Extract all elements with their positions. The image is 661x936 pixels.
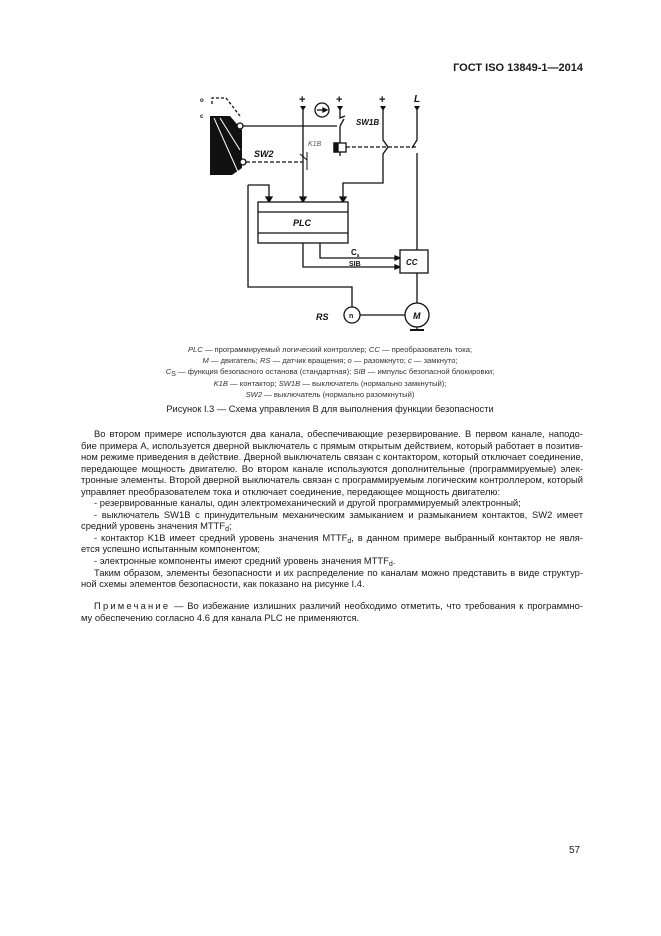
legend-line: K1B — контактор; SW1B — выключатель (нор…: [80, 378, 580, 389]
legend-line: CS — функция безопасного останова (станд…: [80, 366, 580, 379]
text-run: M: [202, 356, 209, 366]
n-label: n: [349, 313, 353, 320]
text-run: — выключатель (нормально замкнутый);: [300, 378, 447, 388]
label-o: o: [200, 98, 204, 104]
text-run: ном режиме приведения в действие. Дверно…: [81, 451, 584, 463]
legend-line: M — двигатель; RS — датчик вращения; o —…: [80, 355, 580, 366]
plc-block: PLC: [257, 201, 349, 244]
figure-caption: Рисунок I.3 — Схема управления В для вып…: [166, 404, 494, 414]
text-run: o: [347, 356, 352, 366]
text-run: S: [171, 371, 176, 379]
text-line: управляет преобразователем тока и отключ…: [81, 486, 583, 498]
text-line: тронные элементы. Второй дверной выключа…: [81, 474, 583, 486]
text-line: ется успешно испытанным компонентом;: [81, 543, 583, 555]
body-text: Во втором примере используются два канал…: [81, 428, 583, 623]
text-run: , в данном примере выбранный контактор н…: [351, 531, 584, 543]
text-line: - резервированные каналы, один электроме…: [81, 497, 583, 509]
text-run: SW2: [245, 389, 263, 399]
text-run: - резервированные каналы, один электроме…: [94, 497, 521, 509]
plus-label-1: +: [299, 94, 305, 106]
text-run: C: [165, 367, 172, 377]
text-line: бие примера А, используется дверной выкл…: [81, 440, 583, 452]
m-label: M: [413, 311, 421, 321]
text-run: PLC: [187, 345, 203, 354]
legend-line: PLC — программируемый логический контрол…: [80, 344, 580, 355]
text-run: — функция безопасного останова (стандарт…: [175, 367, 354, 377]
text-line: му обеспечению согласно 4.6 для канала P…: [81, 612, 583, 624]
text-run: — двигатель;: [208, 356, 260, 366]
document-header: ГОСТ ISO 13849-1—2014: [453, 62, 583, 74]
text-line: Во втором примере используются два канал…: [81, 428, 583, 440]
text-run: - электронные компоненты имеют средний у…: [94, 555, 389, 567]
cc-label: CC: [406, 258, 418, 267]
text-line: ном режиме приведения в действие. Дверно…: [81, 451, 583, 463]
text-line: Примечание — Во избежание излишних разли…: [81, 600, 583, 612]
text-line: - контактор K1B имеет средний уровень зн…: [81, 531, 584, 545]
text-run: — разомкнуто;: [351, 356, 408, 366]
k1b-label: K1B: [308, 141, 322, 148]
text-run: Во втором примере используются два канал…: [94, 428, 583, 439]
text-run: K1B: [213, 378, 228, 388]
text-run: ется успешно испытанным компонентом;: [81, 543, 260, 555]
text-run: Примечание: [94, 600, 171, 612]
text-run: ной схемы элементов безопасности, как по…: [81, 578, 365, 590]
text-line: ной схемы элементов безопасности, как по…: [81, 578, 583, 590]
rotation-sensor-icon: n: [343, 306, 361, 324]
text-run: RS: [259, 356, 271, 366]
text-run: c: [407, 356, 412, 366]
text-run: SIB: [353, 367, 366, 377]
sw2-label: SW2: [254, 149, 274, 159]
sib-label: SIB: [349, 261, 361, 268]
text-run: му обеспечению согласно 4.6 для канала P…: [81, 611, 360, 623]
clock-icon: [314, 102, 330, 118]
plus-label-2: +: [336, 94, 342, 106]
text-run: - контактор K1B имеет средний уровень зн…: [94, 531, 348, 543]
control-circuit-diagram: o c + + + L SW1B K1B SW2 PLC: [200, 94, 430, 331]
text-run: — программируемый логический контроллер;: [202, 345, 369, 354]
figure-legend: PLC — программируемый логический контрол…: [80, 344, 580, 400]
text-run: — контактор;: [227, 378, 279, 388]
text-run: — преобразователь тока;: [379, 345, 473, 354]
text-line: средний уровень значения MTTFd;: [81, 520, 583, 534]
cc-block: CC: [399, 249, 429, 274]
text-run: CC: [368, 345, 380, 354]
text-run: средний уровень значения MTTF: [81, 520, 226, 532]
label-c: c: [200, 114, 204, 120]
text-run: - выключатель SW1B с принудительным меха…: [94, 508, 583, 520]
text-run: — импульс безопасной блокировки;: [365, 367, 495, 377]
text-run: d: [388, 561, 393, 569]
line-label-l: L: [414, 94, 420, 105]
motor-icon: M: [404, 302, 430, 328]
legend-line: SW2 — выключатель (нормально разомкнутый…: [80, 389, 580, 400]
text-run: ;: [228, 520, 232, 532]
sw1b-label: SW1B: [356, 118, 379, 127]
text-run: — Во избежание излишних различий необход…: [170, 600, 583, 612]
text-run: — датчик вращения;: [270, 356, 348, 366]
text-run: Таким образом, элементы безопасности и и…: [94, 566, 583, 578]
plc-label: PLC: [293, 218, 312, 228]
text-run: .: [392, 555, 396, 567]
text-run: управляет преобразователем тока и отключ…: [81, 485, 501, 497]
cs-label: Cs: [351, 248, 360, 259]
text-run: — выключатель (нормально разомкнутый): [262, 389, 415, 399]
text-run: SW1B: [278, 378, 301, 388]
plus-label-3: +: [379, 94, 385, 106]
text-run: d: [225, 526, 229, 534]
text-line: Таким образом, элементы безопасности и и…: [81, 567, 583, 579]
text-line: передающее мощность двигателю. Во втором…: [81, 463, 583, 475]
text-run: передающее мощность двигателю. Во втором…: [81, 462, 583, 474]
text-run: d: [347, 537, 352, 545]
text-run: тронные элементы. Второй дверной выключа…: [81, 474, 583, 486]
text-line: - выключатель SW1B с принудительным меха…: [81, 509, 583, 521]
door-icon: [210, 97, 247, 175]
text-line: - электронные компоненты имеют средний у…: [81, 555, 583, 569]
page-number: 57: [569, 845, 581, 856]
text-run: — замкнуто;: [411, 356, 458, 366]
rs-label: RS: [316, 312, 329, 322]
text-run: бие примера А, используется дверной выкл…: [81, 439, 583, 451]
